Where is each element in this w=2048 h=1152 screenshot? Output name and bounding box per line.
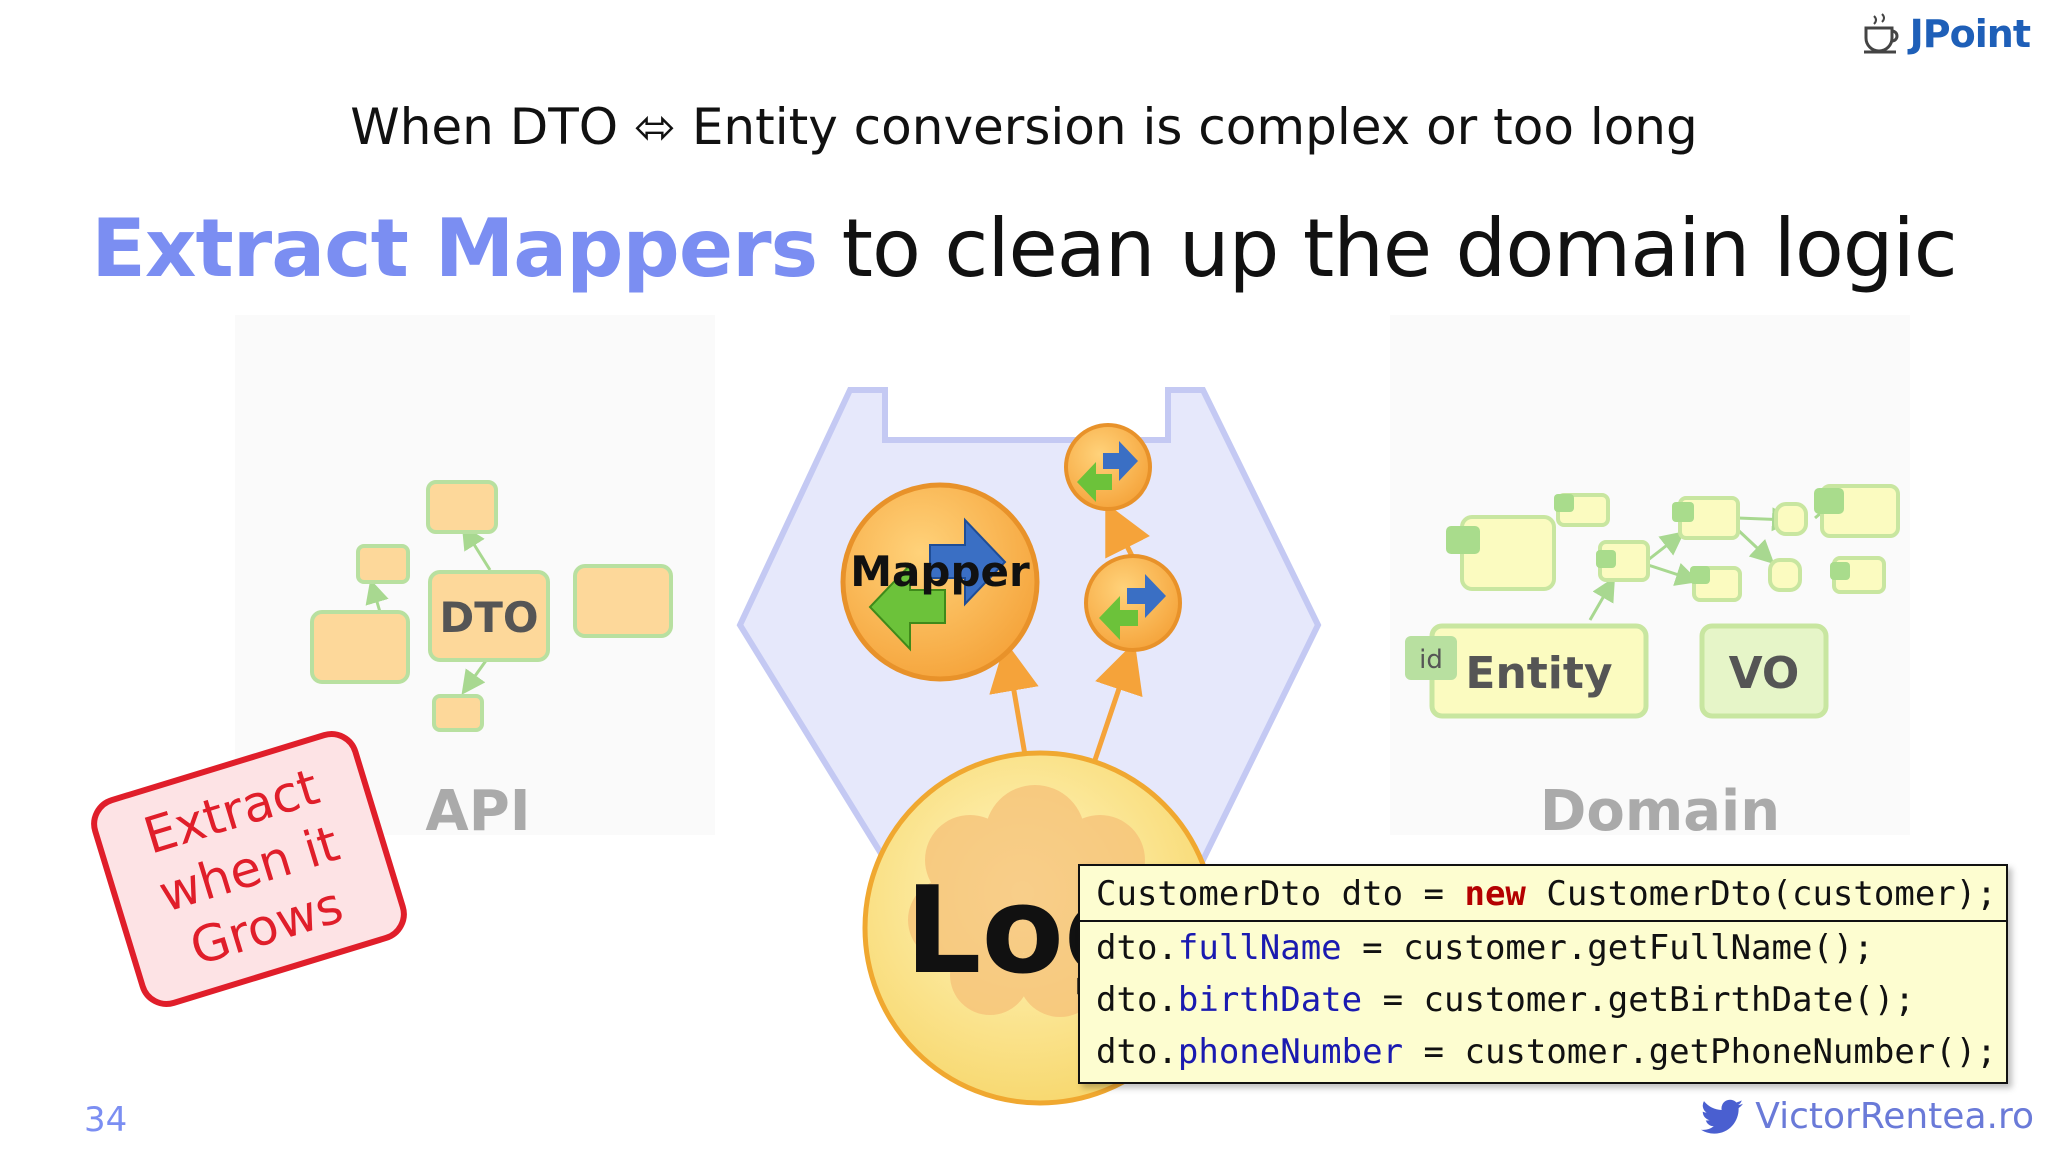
api-objects (310, 480, 673, 732)
tiny-mapper-circle (1064, 423, 1152, 511)
code-line: dto.phoneNumber = customer.getPhoneNumbe… (1096, 1032, 1997, 1072)
api-box (310, 610, 410, 684)
mapper-label: Mapper (850, 547, 1030, 596)
mapper-circle (840, 482, 1040, 682)
title-accent: Extract Mappers (91, 202, 818, 295)
domain-box-tab (1596, 550, 1616, 568)
entity-label: Entity (1465, 648, 1612, 699)
twitter-bird-icon (1701, 1099, 1744, 1134)
double-arrow-icon: ⬄ (634, 98, 676, 156)
slide-title: Extract Mappers to clean up the domain l… (0, 202, 2048, 295)
small-mapper-circle (1084, 554, 1182, 652)
arrow-to-small-mapper (1092, 641, 1143, 761)
domain-box-tab (1814, 488, 1844, 514)
subtitle-text-end: Entity conversion is complex or too long (675, 98, 1698, 156)
api-box (432, 694, 484, 732)
author-credit: VictorRentea.ro (1701, 1096, 2034, 1137)
keyword-new: new (1464, 874, 1526, 914)
id-label: id (1419, 645, 1443, 675)
domain-box (1774, 502, 1808, 536)
api-box (426, 480, 498, 534)
id-tab (1405, 636, 1457, 680)
vo-label: VO (1729, 648, 1800, 699)
dto-box (428, 570, 550, 662)
field-name: birthDate (1177, 980, 1363, 1020)
domain-box-tab (1830, 562, 1850, 580)
subtitle-text-start: When DTO (350, 98, 635, 156)
field-name: fullName (1177, 928, 1342, 968)
arrow-to-mapper (989, 641, 1039, 756)
page-number: 34 (84, 1100, 128, 1140)
domain-box-tab (1672, 502, 1694, 522)
domain-label: Domain (1540, 779, 1780, 844)
api-label: API (425, 779, 530, 844)
field-name: phoneNumber (1177, 1032, 1404, 1072)
arrow-to-tiny-mapper (1105, 502, 1151, 559)
jpoint-logo: JPoint (1860, 12, 2031, 56)
swap-arrows-icon (868, 517, 1007, 652)
code-line: dto.fullName = customer.getFullName(); (1096, 928, 1874, 968)
dto-label: DTO (439, 593, 538, 642)
logo-text: JPoint (1909, 12, 2031, 56)
api-box (356, 544, 410, 584)
domain-box (1768, 558, 1802, 592)
author-name: VictorRentea.ro (1755, 1096, 2034, 1137)
domain-box-tab (1690, 566, 1710, 584)
code-snippet: CustomerDto dto = new CustomerDto(custom… (1078, 864, 2008, 1084)
domain-box-tab (1554, 494, 1574, 512)
api-box (573, 564, 673, 638)
code-line: CustomerDto dto = new CustomerDto(custom… (1080, 868, 2006, 922)
coffee-cup-icon (1863, 13, 1899, 54)
domain-box-tab (1446, 526, 1480, 554)
vo-box (1699, 623, 1829, 719)
slide-subtitle: When DTO ⬄ Entity conversion is complex … (0, 98, 2048, 156)
domain-objects (1405, 484, 1900, 719)
title-rest: to clean up the domain logic (817, 202, 1958, 295)
code-line: dto.birthDate = customer.getBirthDate(); (1096, 980, 1915, 1020)
